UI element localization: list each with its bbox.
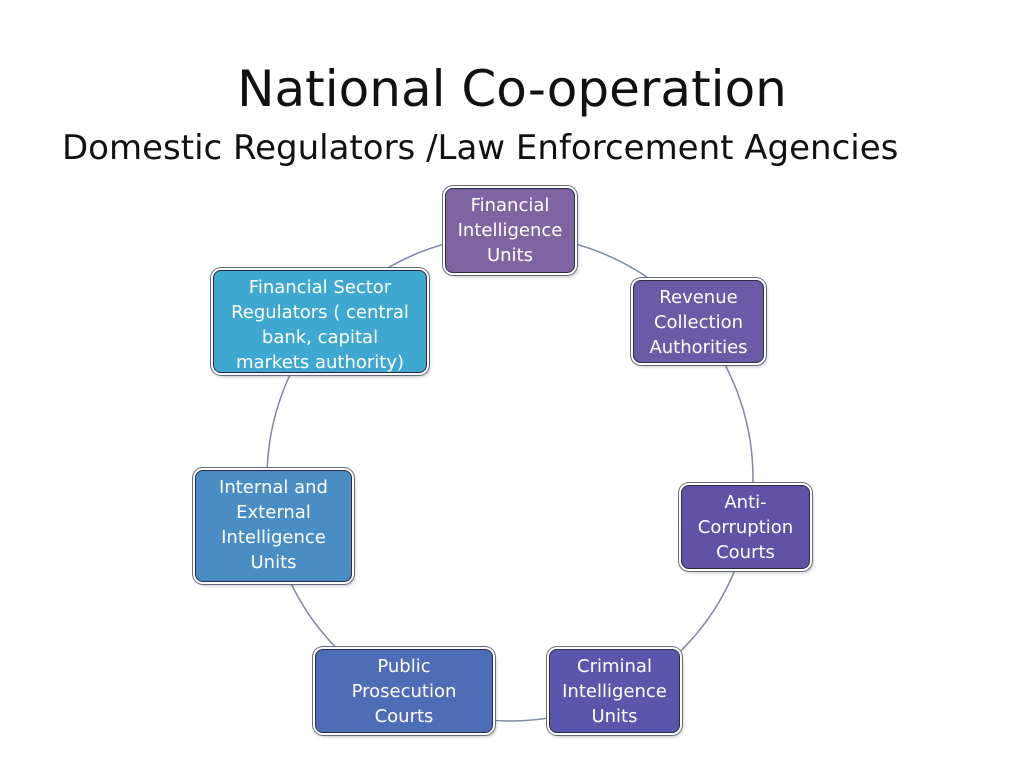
node-label: Internal and External Intelligence Units bbox=[219, 477, 328, 573]
node-label: Anti- Corruption Courts bbox=[697, 492, 794, 563]
slide-subtitle: Domestic Regulators /Law Enforcement Age… bbox=[62, 128, 899, 168]
node-financial-sector-regulators: Financial Sector Regulators ( central ba… bbox=[213, 270, 427, 373]
node-public-prosecution-courts: Public Prosecution Courts bbox=[315, 649, 493, 733]
node-anti-corruption-courts: Anti- Corruption Courts bbox=[681, 485, 810, 569]
node-criminal-intelligence-units: Criminal Intelligence Units bbox=[549, 649, 680, 733]
node-internal-external-intelligence-units: Internal and External Intelligence Units bbox=[195, 470, 352, 582]
node-label: Revenue Collection Authorities bbox=[649, 287, 748, 358]
node-label: Public Prosecution Courts bbox=[351, 656, 457, 727]
node-label: Financial Sector Regulators ( central ba… bbox=[231, 277, 409, 373]
node-financial-intelligence-units: Financial Intelligence Units bbox=[445, 188, 575, 273]
slide-title: National Co-operation bbox=[237, 60, 787, 118]
node-label: Criminal Intelligence Units bbox=[562, 656, 667, 727]
node-revenue-collection-authorities: Revenue Collection Authorities bbox=[633, 280, 764, 363]
node-label: Financial Intelligence Units bbox=[457, 195, 563, 266]
